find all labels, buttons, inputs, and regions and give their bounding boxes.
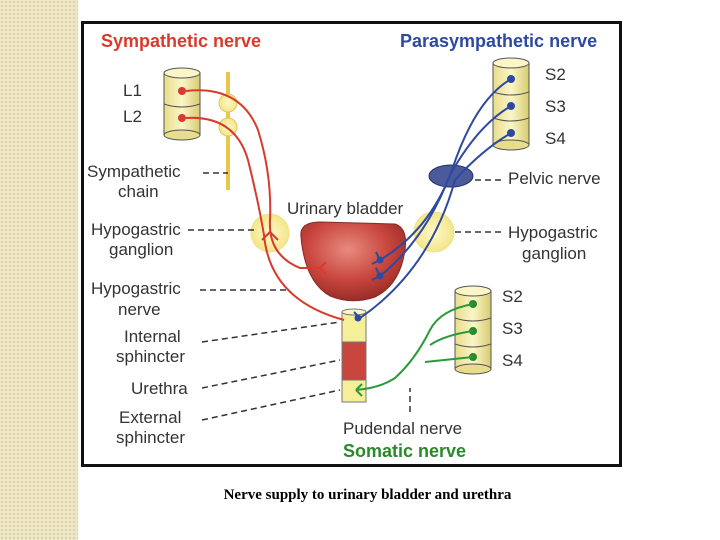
parasympathetic-nerve-paths [353,78,512,319]
l2-label: L2 [123,107,142,126]
sympathetic-chain-label-1: Sympathetic [87,162,181,181]
s3-top-label: S3 [545,97,566,116]
lumbar-vertebrae [163,67,201,141]
somatic-nerve-label: Somatic nerve [343,441,466,461]
hypogastric-nerve-label-2: nerve [118,300,161,319]
pudendal-nerve-label: Pudendal nerve [343,419,462,438]
l1-label: L1 [123,81,142,100]
external-sphincter-label-1: External [119,408,181,427]
s4-top-label: S4 [545,129,566,148]
leader-lines [188,172,505,421]
s2-bottom-label: S2 [502,287,523,306]
urethra-label: Urethra [131,379,188,398]
sympathetic-nerve-title: Sympathetic nerve [101,31,261,51]
sympathetic-chain-label-2: chain [118,182,159,201]
figure-caption: Nerve supply to urinary bladder and uret… [223,487,512,503]
parasympathetic-nerve-title: Parasympathetic nerve [400,31,597,51]
nerve-supply-diagram: Sympathetic nerve Parasympathetic nerve … [87,31,601,461]
hypogastric-ganglion-left-label-2: ganglion [109,240,173,259]
internal-sphincter-label-2: sphincter [116,347,185,366]
urinary-bladder-label: Urinary bladder [287,199,404,218]
urethra-tube [341,308,367,403]
decorative-side-strip [0,0,78,540]
s2-top-label: S2 [545,65,566,84]
hypogastric-ganglion-left-label-1: Hypogastric [91,220,181,239]
s4-bottom-label: S4 [502,351,523,370]
sacral-vertebrae-top [492,57,530,151]
hypogastric-ganglion-right-label-1: Hypogastric [508,223,598,242]
urinary-bladder-shape [300,221,406,302]
internal-sphincter-label-1: Internal [124,327,181,346]
sacral-vertebrae-bottom [454,285,492,375]
pelvic-nerve-label: Pelvic nerve [508,169,601,188]
external-sphincter-label-2: sphincter [116,428,185,447]
s3-bottom-label: S3 [502,319,523,338]
somatic-nerve-paths [355,303,474,397]
hypogastric-ganglion-right-label-2: ganglion [522,244,586,263]
sympathetic-nerve-paths [185,89,345,321]
hypogastric-nerve-label-1: Hypogastric [91,279,181,298]
pelvic-ganglion [428,164,474,188]
